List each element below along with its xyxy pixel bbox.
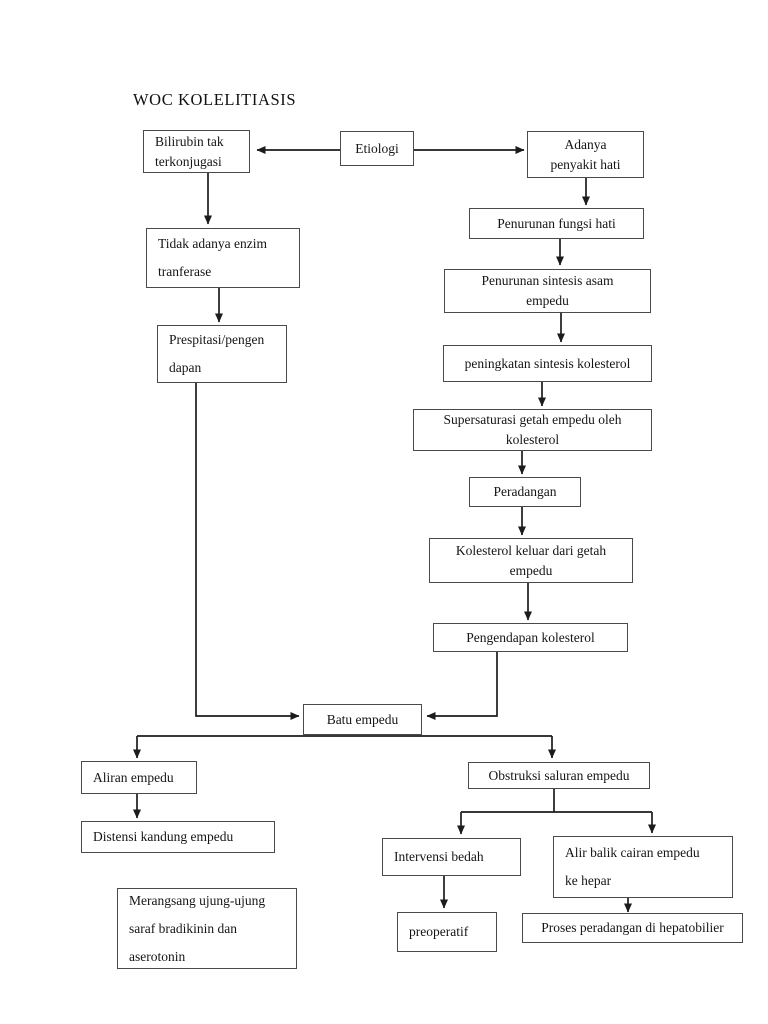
node-label: Supersaturasi getah empedu oleh kolester… bbox=[443, 412, 622, 447]
node-penurunan-sintesis-asam-empedu: Penurunan sintesis asam empedu bbox=[444, 269, 651, 313]
node-alir-balik-cairan-empedu: Alir balik cairan empedu ke hepar bbox=[553, 836, 733, 898]
node-label: Distensi kandung empedu bbox=[93, 829, 234, 844]
node-peradangan: Peradangan bbox=[469, 477, 581, 507]
node-label: Adanya penyakit hati bbox=[550, 136, 621, 172]
edge-pengendapan-batu bbox=[426, 652, 498, 720]
node-proses-peradangan-hepatobilier: Proses peradangan di hepatobilier bbox=[522, 913, 743, 943]
node-label: Alir balik cairan empedu ke hepar bbox=[565, 845, 700, 888]
node-label: Proses peradangan di hepatobilier bbox=[541, 920, 724, 935]
node-label: Pengendapan kolesterol bbox=[466, 629, 595, 645]
node-batu-empedu: Batu empedu bbox=[303, 704, 422, 735]
node-label: Kolesterol keluar dari getah empedu bbox=[455, 542, 607, 578]
node-supersaturasi-getah-empedu: Supersaturasi getah empedu oleh kolester… bbox=[413, 409, 652, 451]
node-penurunan-fungsi-hati: Penurunan fungsi hati bbox=[469, 208, 644, 239]
node-label: Aliran empedu bbox=[93, 769, 174, 785]
node-peningkatan-sintesis-kolesterol: peningkatan sintesis kolesterol bbox=[443, 345, 652, 382]
node-label: Etiologi bbox=[355, 140, 399, 156]
node-label: Tidak adanya enzim tranferase bbox=[158, 236, 267, 279]
node-etiologi: Etiologi bbox=[340, 131, 414, 166]
node-intervensi-bedah: Intervensi bedah bbox=[382, 838, 521, 876]
node-obstruksi-saluran-empedu: Obstruksi saluran empedu bbox=[468, 762, 650, 789]
node-label: Prespitasi/pengen dapan bbox=[169, 332, 265, 375]
node-label: Penurunan sintesis asam empedu bbox=[481, 273, 614, 308]
page-title: WOC KOLELITIASIS bbox=[133, 90, 297, 109]
node-label: Penurunan fungsi hati bbox=[497, 215, 616, 231]
node-bilirubin-tak-terkonjugasi: Bilirubin tak terkonjugasi bbox=[143, 130, 250, 173]
node-adanya-penyakit-hati: Adanya penyakit hati bbox=[527, 131, 644, 178]
node-aliran-empedu: Aliran empedu bbox=[81, 761, 197, 794]
node-label: preoperatif bbox=[409, 924, 469, 939]
node-label: Bilirubin tak terkonjugasi bbox=[155, 133, 224, 169]
node-label: Merangsang ujung-ujung saraf bradikinin … bbox=[129, 892, 266, 964]
node-tidak-adanya-enzim-tranferase: Tidak adanya enzim tranferase bbox=[146, 228, 300, 288]
node-merangsang-ujung-ujung-saraf: Merangsang ujung-ujung saraf bradikinin … bbox=[117, 888, 297, 969]
node-kolesterol-keluar: Kolesterol keluar dari getah empedu bbox=[429, 538, 633, 583]
node-preoperatif: preoperatif bbox=[397, 912, 497, 952]
edge-prespitasi-batu bbox=[195, 383, 300, 720]
node-label: peningkatan sintesis kolesterol bbox=[464, 355, 631, 371]
node-pengendapan-kolesterol: Pengendapan kolesterol bbox=[433, 623, 628, 652]
node-label: Peradangan bbox=[493, 484, 557, 499]
node-distensi-kandung-empedu: Distensi kandung empedu bbox=[81, 821, 275, 853]
node-label: Batu empedu bbox=[326, 711, 399, 727]
node-prespitasi-pengendapan: Prespitasi/pengen dapan bbox=[157, 325, 287, 383]
node-label: Intervensi bedah bbox=[394, 849, 484, 864]
node-label: Obstruksi saluran empedu bbox=[488, 767, 630, 783]
